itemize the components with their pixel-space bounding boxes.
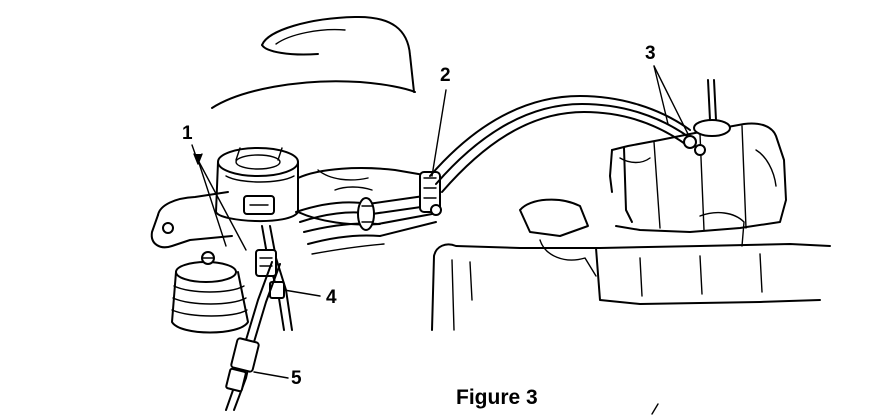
callout-1: 1: [182, 123, 193, 144]
callout-5: 5: [291, 368, 302, 389]
figure-caption: Figure 3: [456, 386, 538, 409]
strut-tower-dome: [211, 15, 416, 109]
callout-leaders: [191, 65, 689, 379]
valve-assembly: [609, 79, 787, 233]
mounting-bracket: [150, 191, 233, 249]
callout-3: 3: [645, 43, 656, 64]
sensing-hose: [255, 225, 293, 331]
callout-4: 4: [326, 287, 337, 308]
callout-2: 2: [440, 65, 451, 86]
rubber-bellows: [171, 251, 249, 334]
engine-block: [431, 198, 831, 331]
vacuum-hose-bundle: [295, 195, 437, 255]
stray-mark: [651, 403, 659, 415]
vacuum-canister: [215, 147, 299, 222]
check-valve-hose: [225, 261, 281, 411]
vacuum-hoses-to-valve: [429, 95, 691, 193]
hose-clamp: [419, 171, 442, 216]
